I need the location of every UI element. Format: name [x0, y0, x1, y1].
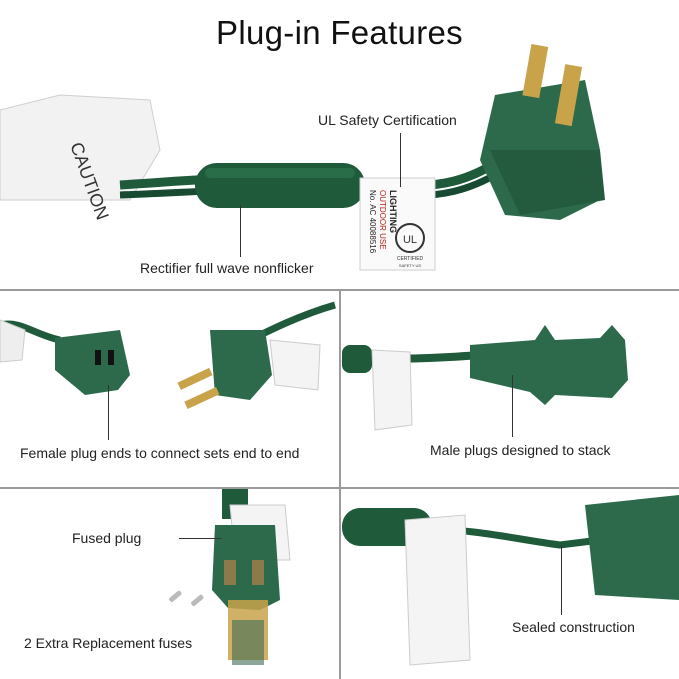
extra-fuses-label: 2 Extra Replacement fuses	[24, 635, 193, 651]
ul-mark-sub: SAFETY US	[399, 263, 421, 268]
ul-tag-text-2: OUTDOOR USE	[378, 190, 387, 250]
fuse-icon	[169, 590, 204, 606]
male-plugs-label: Male plugs designed to stack	[430, 442, 611, 458]
fused-plug-scene	[169, 489, 291, 665]
fused-plug-leader	[179, 538, 221, 539]
caution-tag: CAUTION	[0, 94, 161, 222]
female-plug-scene	[0, 301, 336, 410]
fused-plug-label: Fused plug	[72, 530, 142, 546]
ul-mark-label: CERTIFIED	[397, 256, 424, 262]
ul-tag-text-1: LIGHTING	[388, 190, 398, 233]
ul-certification-label: UL Safety Certification	[318, 112, 457, 128]
sealed-construction-label: Sealed construction	[512, 619, 635, 635]
stacked-plugs-scene	[341, 325, 628, 431]
ul-tag-text-3: No. AC 40088516	[368, 190, 377, 254]
female-plug-label: Female plug ends to connect sets end to …	[20, 445, 300, 461]
prong-right	[554, 64, 583, 127]
rectifier-leader	[240, 205, 241, 257]
prong-left	[522, 43, 549, 99]
female-plug-leader	[108, 385, 109, 440]
ul-tag: LIGHTING OUTDOOR USE No. AC 40088516 UL …	[359, 177, 436, 271]
male-plugs-leader	[512, 375, 513, 437]
rectifier-label: Rectifier full wave nonflicker	[140, 260, 314, 276]
page-title: Plug-in Features	[216, 14, 463, 51]
male-plug-top	[480, 43, 605, 220]
ul-certification-leader	[400, 133, 401, 187]
ul-mark-icon	[395, 223, 425, 253]
svg-text:UL: UL	[403, 234, 417, 246]
sealed-scene	[342, 495, 679, 666]
sealed-construction-leader	[561, 545, 562, 615]
divider-vertical	[339, 289, 341, 679]
